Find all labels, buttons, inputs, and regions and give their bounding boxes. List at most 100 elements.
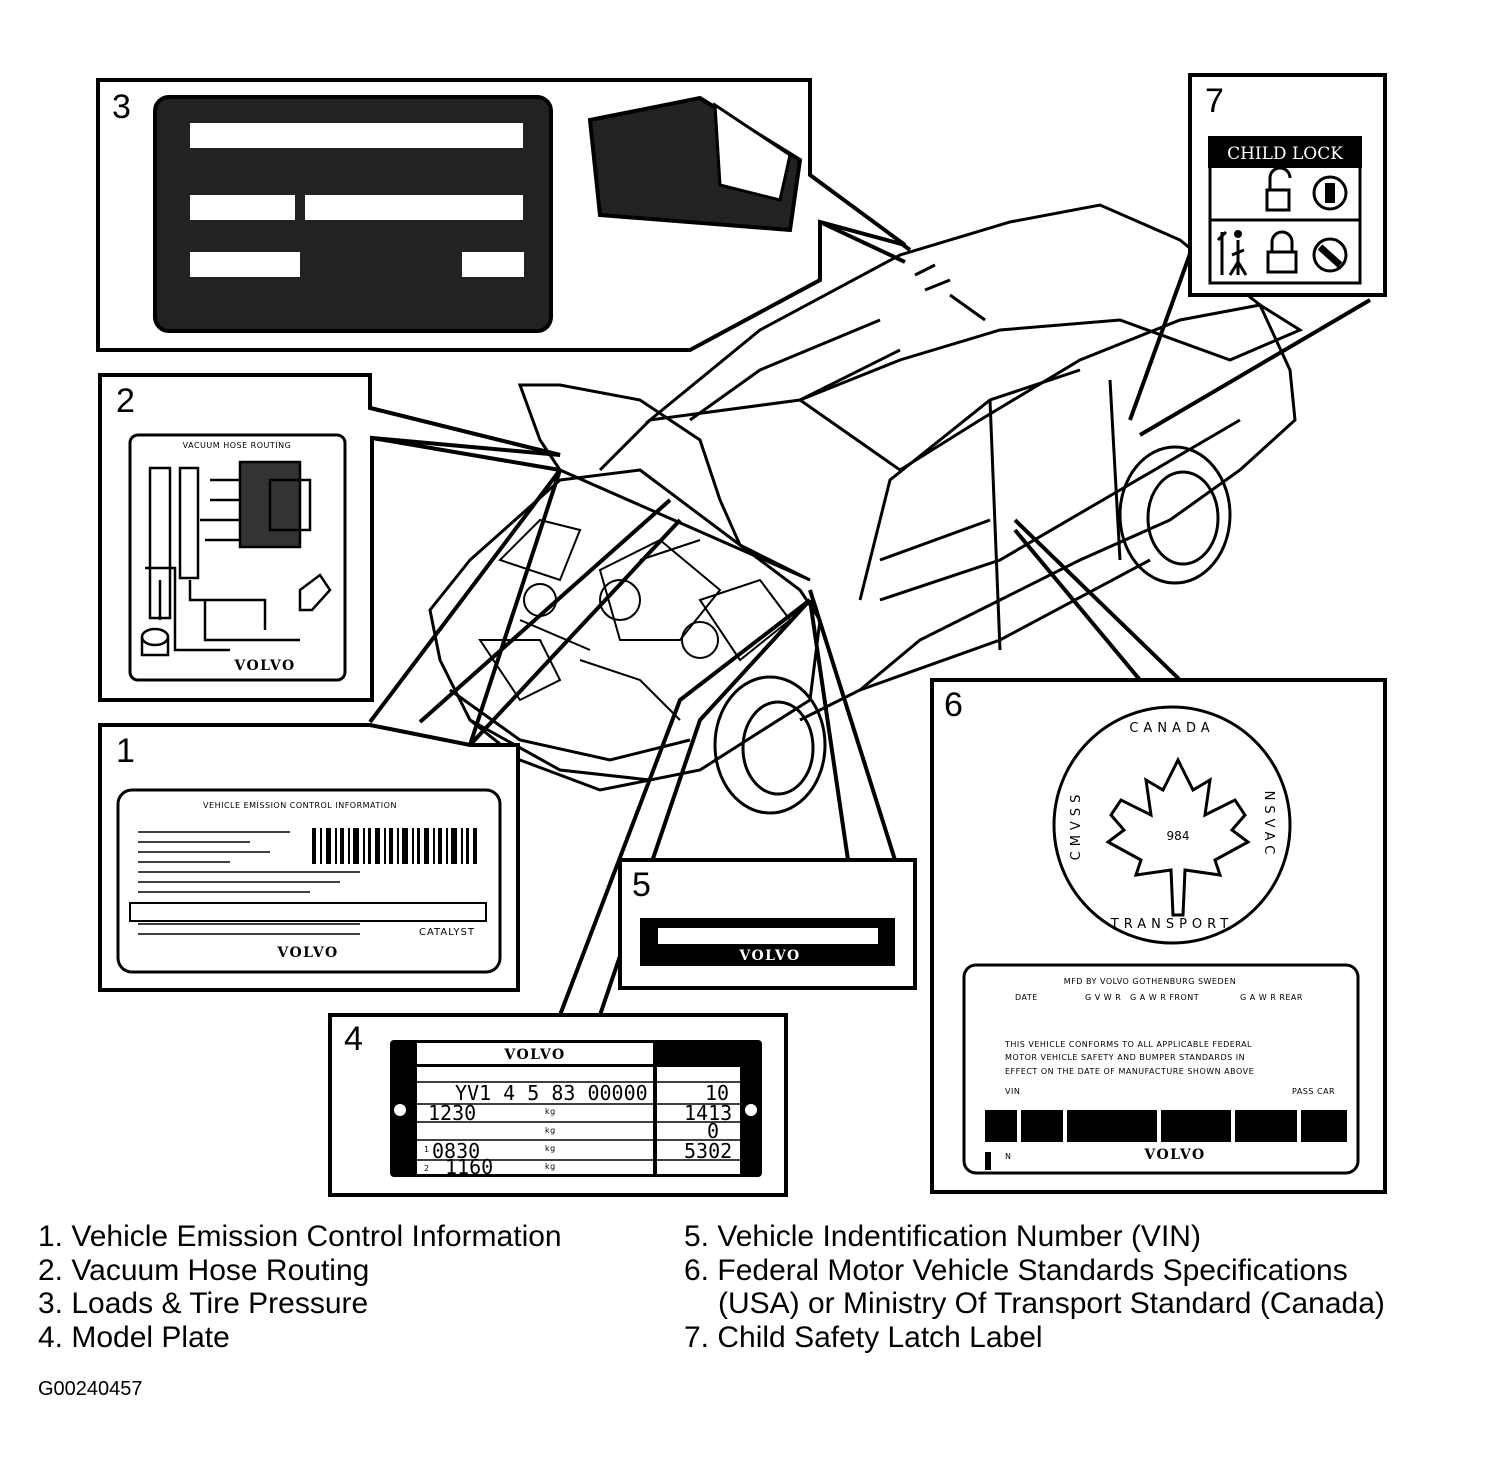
legend-right-column: 5. Vehicle Indentification Number (VIN) … <box>684 1220 1385 1354</box>
model-plate-row4-right: 5302 <box>684 1139 732 1163</box>
legend: 1. Vehicle Emission Control Information … <box>0 1220 1493 1420</box>
rear-wheel <box>1118 445 1232 585</box>
leader-6 <box>1013 518 1182 682</box>
seal-bottom: TRANSPORT <box>1110 917 1233 932</box>
emission-label-title: VEHICLE EMISSION CONTROL INFORMATION <box>203 801 397 810</box>
cert-gawr-front: G A W R FRONT <box>1130 993 1199 1002</box>
car-doors <box>879 379 1122 651</box>
cert-conform-1: THIS VEHICLE CONFORMS TO ALL APPLICABLE … <box>1004 1040 1252 1049</box>
certification-barcode <box>985 1110 1347 1170</box>
callout-number-4: 4 <box>344 1020 363 1058</box>
legend-item-1: 1. Vehicle Emission Control Information <box>38 1220 562 1254</box>
seal-left: CMVSS <box>1069 790 1084 861</box>
legend-num: 6. <box>684 1253 710 1287</box>
cert-vin: VIN <box>1005 1087 1020 1096</box>
car-illustration <box>428 203 1304 815</box>
callout-number-3: 3 <box>112 88 131 126</box>
front-wheel <box>713 675 827 815</box>
cert-date: DATE <box>1015 993 1038 1002</box>
car-roof <box>644 203 1304 423</box>
model-plate-row4-left: 0830 <box>432 1139 480 1163</box>
vacuum-label-brand: VOLVO <box>233 658 295 674</box>
legend-item-2: 2. Vacuum Hose Routing <box>38 1254 562 1288</box>
emission-fine-print <box>138 831 360 935</box>
callout-box-2 <box>98 373 561 702</box>
cert-brand: VOLVO <box>1143 1147 1205 1163</box>
cert-gvwr: G V W R <box>1085 993 1121 1002</box>
legend-item-5: 5. Vehicle Indentification Number (VIN) <box>684 1220 1385 1254</box>
cert-mfd: MFD BY VOLVO GOTHENBURG SWEDEN <box>1064 977 1236 986</box>
leader-1 <box>368 468 562 746</box>
legend-text: Vehicle Indentification Number (VIN) <box>717 1220 1201 1253</box>
vacuum-hose-label <box>128 433 347 682</box>
maple-leaf-icon <box>1105 756 1251 917</box>
legend-text: Child Safety Latch Label <box>717 1320 1043 1354</box>
legend-text: Loads & Tire Pressure <box>71 1287 369 1320</box>
callout-box-1 <box>98 723 520 992</box>
car-front <box>428 468 822 792</box>
callout-box-7 <box>1188 73 1387 297</box>
legend-item-6-cont: (USA) or Ministry Of Transport Standard … <box>684 1287 1385 1321</box>
certification-label <box>962 963 1360 1175</box>
cert-n: N <box>1005 1152 1011 1161</box>
model-plate-brand: VOLVO <box>503 1047 565 1063</box>
legend-num: 2. <box>38 1253 64 1287</box>
model-plate-row3-right: 0 <box>707 1119 719 1143</box>
child-lock-title: CHILD LOCK <box>1227 144 1343 164</box>
figure-id: G00240457 <box>38 1378 143 1400</box>
cert-passcar: PASS CAR <box>1292 1087 1335 1096</box>
seal-right: NSVAC <box>1261 791 1276 860</box>
canada-seal <box>1052 705 1292 945</box>
label-location-diagram: 3 2 1 4 5 6 7 VACUUM HOSE ROUTING VOLVO … <box>96 73 1387 1197</box>
legend-item-7: 7. Child Safety Latch Label <box>684 1321 1385 1355</box>
leader-4 <box>418 498 682 747</box>
callout-number-1: 1 <box>116 732 135 770</box>
legend-num: 1. <box>38 1220 64 1253</box>
callout-number-6: 6 <box>944 686 963 724</box>
emission-barcode <box>312 828 477 864</box>
car-windshield <box>689 318 901 422</box>
callout-number-5: 5 <box>632 866 651 904</box>
cert-conform-2: MOTOR VEHICLE SAFETY AND BUMPER STANDARD… <box>1005 1053 1245 1062</box>
model-plate-row4-idx: 1 <box>424 1145 430 1154</box>
legend-text: Model Plate <box>71 1320 230 1354</box>
vacuum-label-title: VACUUM HOSE ROUTING <box>183 441 292 450</box>
model-plate-row5-unit: kg <box>545 1162 556 1171</box>
legend-num: 4. <box>38 1320 64 1354</box>
legend-text: Vacuum Hose Routing <box>71 1253 370 1287</box>
callout-box-3 <box>96 78 907 352</box>
model-plate-vin: YV1 4 5 83 00000 <box>455 1081 648 1105</box>
car-bumper <box>449 688 691 782</box>
knob-vertical-icon <box>1312 175 1348 211</box>
callout-number-2: 2 <box>116 382 135 420</box>
knob-diagonal-icon <box>1312 237 1348 273</box>
legend-num: 7. <box>684 1320 710 1354</box>
vacuum-hose-drawing <box>140 460 332 657</box>
seal-top: CANADA <box>1129 721 1214 736</box>
callout-box-5 <box>618 858 917 990</box>
leader-7 <box>1128 239 1372 437</box>
leader-5a <box>808 589 897 861</box>
car-body-outline <box>598 303 1297 722</box>
model-plate-row2-left: 1230 <box>428 1101 476 1125</box>
emission-label-brand: VOLVO <box>276 945 338 961</box>
child-figures-icon <box>1216 230 1248 276</box>
model-plate-row4-unit: kg <box>545 1144 556 1153</box>
legend-num: 3. <box>38 1287 64 1320</box>
callout-numbers: 3 2 1 4 5 6 7 <box>112 82 1224 1058</box>
legend-num: 5. <box>684 1220 710 1253</box>
callout-number-7: 7 <box>1205 82 1224 120</box>
callout-box-4 <box>328 1013 788 1197</box>
model-plate-row3-unit: kg <box>545 1126 556 1135</box>
model-plate-row2-unit: kg <box>545 1107 556 1116</box>
cert-conform-3: EFFECT ON THE DATE OF MANUFACTURE SHOWN … <box>1005 1067 1254 1076</box>
emission-label <box>116 788 502 974</box>
vin-plate-brand: VOLVO <box>738 948 800 964</box>
emission-label-catalyst: CATALYST <box>419 927 475 938</box>
legend-left-column: 1. Vehicle Emission Control Information … <box>38 1220 562 1354</box>
model-plate-row5-left: 1160 <box>445 1155 493 1179</box>
model-plate-row5-idx: 2 <box>424 1164 430 1173</box>
legend-item-4: 4. Model Plate <box>38 1321 562 1355</box>
legend-text: Federal Motor Vehicle Standards Specific… <box>717 1253 1348 1287</box>
legend-item-3: 3. Loads & Tire Pressure <box>38 1287 562 1321</box>
